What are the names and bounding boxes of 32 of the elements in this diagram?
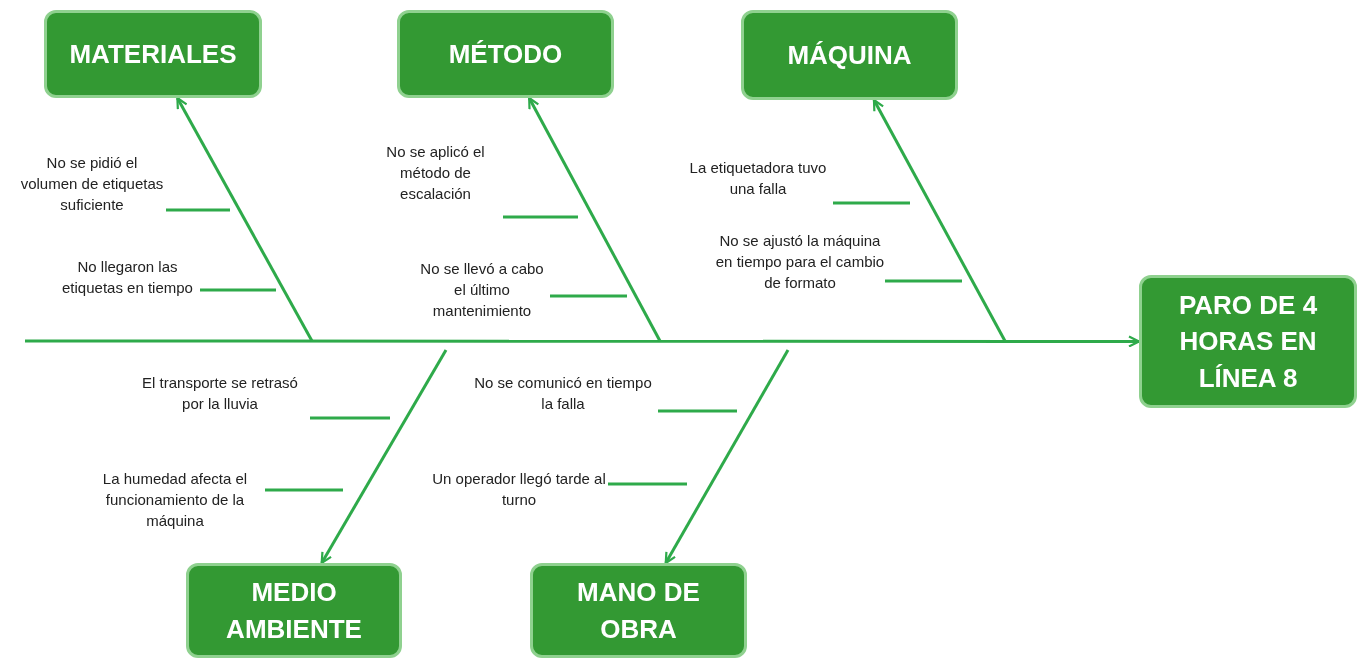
cause-text: No se llevó a cabo el último mantenimiento xyxy=(414,258,550,321)
leader-line xyxy=(265,488,343,492)
leader-line xyxy=(608,482,687,486)
cause-text: No se ajustó la máquina en tiempo para el cambio de formato xyxy=(715,230,885,293)
arrow xyxy=(664,349,790,565)
leader-line xyxy=(885,279,962,283)
category-box: MÁQUINA xyxy=(741,10,958,100)
leader-line xyxy=(658,409,737,413)
arrow xyxy=(872,98,1007,342)
leader-line xyxy=(310,416,390,420)
category-box: PARO DE 4 HORAS EN LÍNEA 8 xyxy=(1139,275,1357,408)
arrow xyxy=(176,96,314,342)
leader-line xyxy=(833,201,910,205)
category-box: MEDIO AMBIENTE xyxy=(186,563,402,658)
cause-text: Un operador llegó tarde al turno xyxy=(430,468,608,510)
cause-text: No se pidió el volumen de etiquetas suficiente xyxy=(18,152,166,215)
leader-line xyxy=(166,208,230,212)
category-box: MANO DE OBRA xyxy=(530,563,747,658)
leader-line xyxy=(503,215,578,219)
cause-text: No se aplicó el método de escalación xyxy=(368,141,503,204)
leader-line xyxy=(550,294,627,298)
cause-text: La humedad afecta el funcionamiento de la máquina xyxy=(85,468,265,531)
leader-line xyxy=(200,288,276,292)
arrow xyxy=(25,335,1141,348)
arrow xyxy=(527,96,662,342)
arrow xyxy=(320,349,448,565)
cause-text: No se comunicó en tiempo la falla xyxy=(468,372,658,414)
cause-text: La etiquetadora tuvo una falla xyxy=(683,157,833,199)
cause-text: El transporte se retrasó por la lluvia xyxy=(130,372,310,414)
category-box: MÉTODO xyxy=(397,10,614,98)
category-box: MATERIALES xyxy=(44,10,262,98)
cause-text: No llegaron las etiquetas en tiempo xyxy=(55,256,200,298)
